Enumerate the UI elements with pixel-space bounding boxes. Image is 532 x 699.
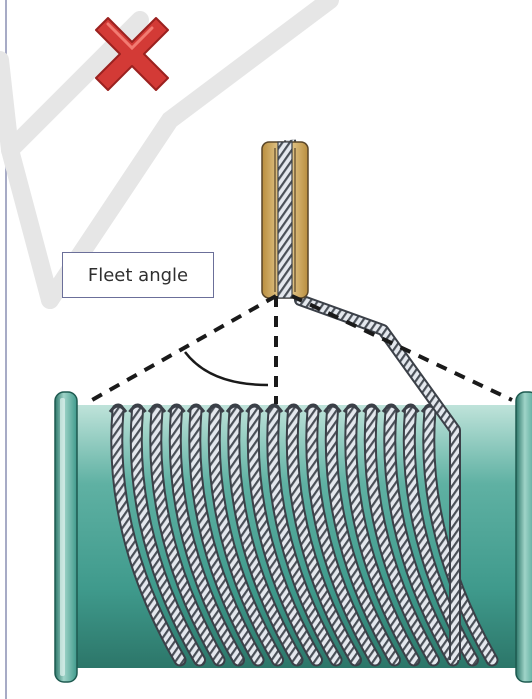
cable-coil-top [225,404,245,413]
cable-coil-top [264,404,284,413]
cable-coil-top [303,404,323,413]
cable-coil-top [167,404,186,413]
fleet-angle-lines [91,294,513,404]
cable-coil-strand [170,405,243,665]
cable-coil-strand [268,405,341,665]
cable-coil-top [206,404,225,413]
fleet-angle-label: Fleet angle [62,252,214,298]
cable-coil-top [381,404,401,413]
cable-coil-strand [424,405,497,665]
cable-coil-strand [365,405,438,665]
cable-coil-top [342,404,362,413]
cable-coil-strand [190,405,263,665]
cable-coil-strand [209,405,282,665]
cable-coil-top [147,404,167,413]
cable-coil-top [323,404,342,413]
cable-coil-strand [248,405,321,665]
red-x-cross-icon [95,17,169,91]
cable-coil-top [108,404,128,413]
cable-coil-top [401,404,420,413]
fleet-angle-label-text: Fleet angle [87,264,189,286]
cable-coil-strand [229,405,302,665]
right-drum-flange [515,391,532,683]
cable-coil-top [186,404,206,413]
cable-coil-strand [385,405,458,665]
cable-coil-strand [307,405,380,665]
drum-cable-coils [108,403,499,667]
cable-coil-strand [287,405,360,665]
cable-coil-strand [346,405,419,665]
sheave-icon [261,141,309,299]
cable-coil-strand [151,405,224,665]
cable-coil-top [362,404,381,413]
cable-coil-strand [326,405,399,665]
cable-coil-top [284,404,303,413]
cable-coil-strand [112,405,185,665]
cable-coil-strand [131,405,204,665]
fleet-angle-arc [184,351,269,387]
left-drum-flange [54,391,78,683]
cable-coil-top [245,404,264,413]
cable-coil-top [128,404,147,413]
